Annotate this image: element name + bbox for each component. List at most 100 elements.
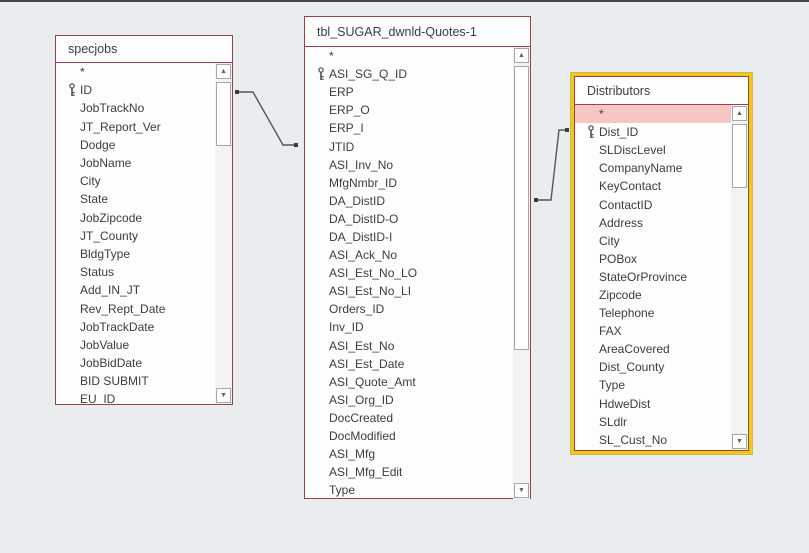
field-row-star[interactable]: *: [575, 105, 748, 124]
field-row-JobTrackNo[interactable]: JobTrackNo: [56, 99, 232, 117]
field-row-Type[interactable]: Type: [305, 481, 530, 499]
field-row-JT_County[interactable]: JT_County: [56, 227, 232, 245]
field-row-star[interactable]: *: [305, 47, 530, 65]
field-row-JT_Report_Ver[interactable]: JT_Report_Ver: [56, 118, 232, 136]
field-row-ASI_Mfg[interactable]: ASI_Mfg: [305, 445, 530, 463]
field-row-ERP[interactable]: ERP: [305, 83, 530, 101]
field-row-ASI_Mfg_Edit[interactable]: ASI_Mfg_Edit: [305, 463, 530, 481]
vertical-scrollbar[interactable]: ▲ ▼: [513, 47, 530, 499]
field-row-ASI_Est_Date[interactable]: ASI_Est_Date: [305, 355, 530, 373]
field-row-JobValue[interactable]: JobValue: [56, 336, 232, 354]
field-row-Address[interactable]: Address: [575, 214, 748, 232]
field-row-JobZipcode[interactable]: JobZipcode: [56, 209, 232, 227]
field-row-ContactID[interactable]: ContactID: [575, 195, 748, 213]
field-row-ASI_Ack_No[interactable]: ASI_Ack_No: [305, 246, 530, 264]
field-row-FAX[interactable]: FAX: [575, 322, 748, 340]
table-title[interactable]: Distributors: [575, 77, 748, 105]
field-row-JobBidDate[interactable]: JobBidDate: [56, 354, 232, 372]
field-row-StateOrProvince[interactable]: StateOrProvince: [575, 268, 748, 286]
field-name: Type: [599, 378, 626, 393]
scroll-up-button[interactable]: ▲: [732, 106, 747, 121]
field-name: MfgNmbr_ID: [329, 175, 398, 190]
field-row-POBox[interactable]: POBox: [575, 250, 748, 268]
scrollbar-thumb[interactable]: [216, 82, 231, 146]
field-row-Rev_Rept_Date[interactable]: Rev_Rept_Date: [56, 299, 232, 317]
scroll-down-button[interactable]: ▼: [216, 388, 231, 403]
field-row-DocModified[interactable]: DocModified: [305, 427, 530, 445]
field-row-Dist_County[interactable]: Dist_County: [575, 358, 748, 376]
field-row-Zipcode[interactable]: Zipcode: [575, 286, 748, 304]
scroll-down-button[interactable]: ▼: [732, 434, 747, 449]
field-row-JobTrackDate[interactable]: JobTrackDate: [56, 318, 232, 336]
field-row-CompanyName[interactable]: CompanyName: [575, 159, 748, 177]
field-row-Telephone[interactable]: Telephone: [575, 304, 748, 322]
field-row-DA_DistID[interactable]: DA_DistID: [305, 192, 530, 210]
relationship-endpoint: [565, 128, 569, 132]
field-row-AreaCovered[interactable]: AreaCovered: [575, 340, 748, 358]
field-name: Telephone: [599, 306, 655, 321]
field-name: ASI_Ack_No: [329, 248, 398, 263]
relationship-line[interactable]: [235, 90, 298, 147]
field-row-ASI_Org_ID[interactable]: ASI_Org_ID: [305, 391, 530, 409]
field-row-Inv_ID[interactable]: Inv_ID: [305, 318, 530, 336]
field-row-SL_Cust_No[interactable]: SL_Cust_No: [575, 431, 748, 449]
field-row-Type[interactable]: Type: [575, 376, 748, 394]
field-row-Add_IN_JT[interactable]: Add_IN_JT: [56, 281, 232, 299]
field-row-ASI_Est_No[interactable]: ASI_Est_No: [305, 337, 530, 355]
field-row-star[interactable]: *: [56, 63, 232, 81]
field-row-SLDiscLevel[interactable]: SLDiscLevel: [575, 141, 748, 159]
scroll-down-icon: ▼: [736, 438, 743, 445]
field-row-EU_ID[interactable]: EU_ID: [56, 390, 232, 404]
field-row-Orders_ID[interactable]: Orders_ID: [305, 300, 530, 318]
field-name: StateOrProvince: [599, 269, 688, 284]
scroll-down-button[interactable]: ▼: [514, 483, 529, 498]
field-row-BldgType[interactable]: BldgType: [56, 245, 232, 263]
field-row-DA_DistID-O[interactable]: DA_DistID-O: [305, 210, 530, 228]
field-row-Dodge[interactable]: Dodge: [56, 136, 232, 154]
field-row-BID SUBMIT[interactable]: BID SUBMIT: [56, 372, 232, 390]
field-name: ID: [80, 83, 92, 98]
table-title[interactable]: specjobs: [56, 36, 232, 63]
field-row-ERP_I[interactable]: ERP_I: [305, 119, 530, 137]
field-name: ASI_Inv_No: [329, 157, 394, 172]
field-name: DA_DistID-I: [329, 229, 393, 244]
vertical-scrollbar[interactable]: ▲ ▼: [215, 63, 232, 404]
field-row-Status[interactable]: Status: [56, 263, 232, 281]
field-name: AreaCovered: [599, 342, 670, 357]
vertical-scrollbar[interactable]: ▲ ▼: [731, 105, 748, 450]
scrollbar-thumb[interactable]: [514, 66, 529, 350]
field-row-ASI_Est_No_LO[interactable]: ASI_Est_No_LO: [305, 264, 530, 282]
table-title[interactable]: tbl_SUGAR_dwnld-Quotes-1: [305, 17, 530, 47]
field-row-DA_DistID-I[interactable]: DA_DistID-I: [305, 228, 530, 246]
field-name: JobTrackDate: [80, 319, 155, 334]
field-row-ASI_Quote_Amt[interactable]: ASI_Quote_Amt: [305, 373, 530, 391]
scroll-up-button[interactable]: ▲: [514, 48, 529, 63]
field-row-Dist_ID[interactable]: Dist_ID: [575, 123, 748, 141]
scroll-up-button[interactable]: ▲: [216, 64, 231, 79]
field-row-ERP_O[interactable]: ERP_O: [305, 101, 530, 119]
field-name: City: [80, 174, 101, 189]
field-row-KeyContact[interactable]: KeyContact: [575, 177, 748, 195]
field-row-JobName[interactable]: JobName: [56, 154, 232, 172]
field-name: BldgType: [80, 246, 131, 261]
field-row-City[interactable]: City: [56, 172, 232, 190]
field-row-ASI_Inv_No[interactable]: ASI_Inv_No: [305, 156, 530, 174]
relationship-line[interactable]: [534, 128, 569, 202]
field-row-ASI_Est_No_LI[interactable]: ASI_Est_No_LI: [305, 282, 530, 300]
field-row-ID[interactable]: ID: [56, 81, 232, 99]
field-row-ASI_SG_Q_ID[interactable]: ASI_SG_Q_ID: [305, 65, 530, 83]
field-row-State[interactable]: State: [56, 190, 232, 208]
field-row-HdweDist[interactable]: HdweDist: [575, 395, 748, 413]
field-row-SLdlr[interactable]: SLdlr: [575, 413, 748, 431]
scrollbar-thumb[interactable]: [732, 124, 747, 188]
field-row-DocCreated[interactable]: DocCreated: [305, 409, 530, 427]
field-row-JTID[interactable]: JTID: [305, 137, 530, 155]
field-row-City[interactable]: City: [575, 232, 748, 250]
field-row-MfgNmbr_ID[interactable]: MfgNmbr_ID: [305, 174, 530, 192]
